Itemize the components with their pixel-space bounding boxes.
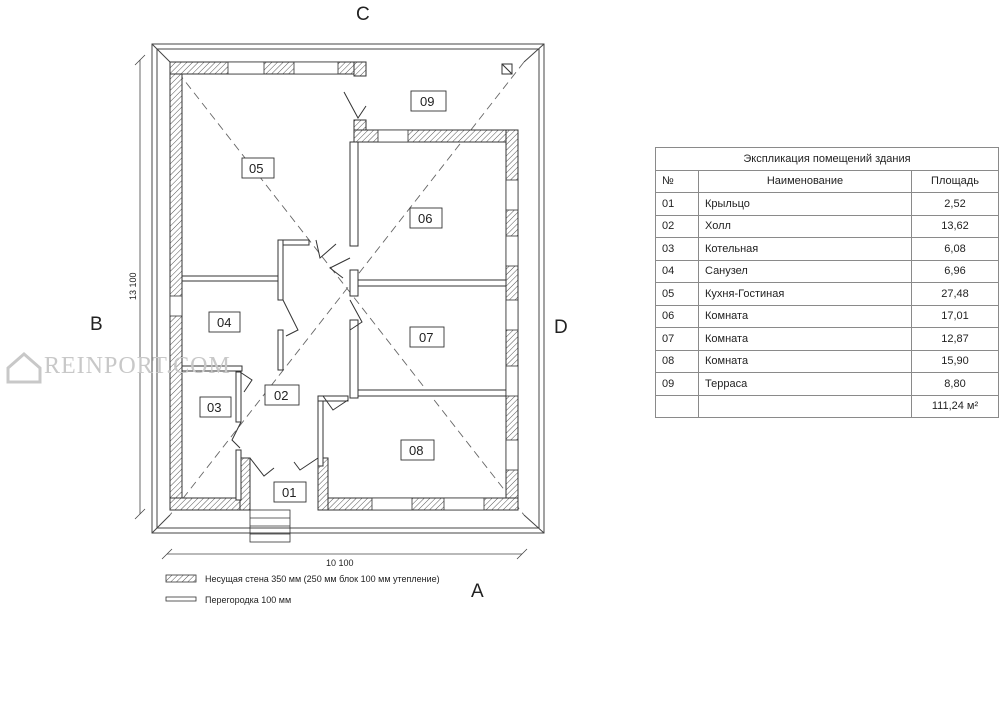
row-num: 07 [655, 327, 699, 351]
table-row: 01 Крыльцо 2,52 [655, 192, 999, 216]
table-row: 09 Терраса 8,80 [655, 372, 999, 396]
roof-outline [151, 43, 545, 534]
terrace-posts [501, 63, 513, 75]
row-num: 01 [655, 192, 699, 216]
row-num: 05 [655, 282, 699, 306]
wall-bottom-right [317, 497, 519, 511]
row-num: 02 [655, 214, 699, 238]
dimension-lines [134, 54, 528, 560]
legend-swatch-bearing-wall [165, 574, 197, 583]
legend-bearing-wall-text: Несущая стена 350 мм (250 мм блок 100 мм… [205, 574, 440, 584]
row-name: Крыльцо [698, 192, 912, 216]
wall-left [169, 61, 183, 509]
wall-top-stub [353, 61, 367, 77]
dimension-width: 10 100 [326, 558, 354, 568]
partitions [181, 141, 507, 501]
watermark-text: REINPORT.COM [44, 353, 231, 379]
row-area: 8,80 [911, 372, 999, 396]
axis-label-right: D [554, 317, 568, 338]
header-num: № [655, 169, 699, 193]
row-num: 04 [655, 259, 699, 283]
total-empty-name [698, 394, 912, 418]
explication-header-row: № Наименование Площадь [655, 169, 999, 193]
room-label-07: 07 [419, 330, 433, 345]
axis-label-left: B [90, 314, 103, 335]
row-area: 6,96 [911, 259, 999, 283]
door-swings [231, 91, 367, 477]
legend-swatch-partition [165, 596, 197, 602]
room-label-05: 05 [249, 161, 263, 176]
axis-label-top: C [356, 4, 370, 25]
table-row: 07 Комната 12,87 [655, 327, 999, 351]
room-labels [199, 90, 447, 503]
legend-partition-text: Перегородка 100 мм [205, 595, 291, 605]
table-row: 08 Комната 15,90 [655, 349, 999, 373]
header-area: Площадь [911, 169, 999, 193]
row-name: Кухня-Гостиная [698, 282, 912, 306]
explication-table: Экспликация помещений здания № Наименова… [655, 147, 999, 418]
legend: Несущая стена 350 мм (250 мм блок 100 мм… [165, 574, 440, 605]
row-area: 17,01 [911, 304, 999, 328]
room-label-02: 02 [274, 388, 288, 403]
table-row: 06 Комната 17,01 [655, 304, 999, 328]
table-row: 03 Котельная 6,08 [655, 237, 999, 261]
total-empty-num [655, 394, 699, 418]
header-name: Наименование [698, 169, 912, 193]
table-row: 04 Санузел 6,96 [655, 259, 999, 283]
total-area: 111,24 м² [911, 394, 999, 418]
watermark: REINPORT.COM [6, 352, 231, 384]
row-num: 03 [655, 237, 699, 261]
row-area: 6,08 [911, 237, 999, 261]
room-label-08: 08 [409, 443, 423, 458]
row-area: 13,62 [911, 214, 999, 238]
row-area: 2,52 [911, 192, 999, 216]
row-num: 08 [655, 349, 699, 373]
row-name: Котельная [698, 237, 912, 261]
row-num: 06 [655, 304, 699, 328]
table-row: 02 Холл 13,62 [655, 214, 999, 238]
row-name: Терраса [698, 372, 912, 396]
row-area: 15,90 [911, 349, 999, 373]
explication-total-row: 111,24 м² [655, 394, 999, 418]
row-name: Комната [698, 327, 912, 351]
room-label-03: 03 [207, 400, 221, 415]
room-label-04: 04 [217, 315, 231, 330]
axis-label-bottom: A [471, 581, 484, 602]
row-name: Холл [698, 214, 912, 238]
room-label-06: 06 [418, 211, 432, 226]
room-label-01: 01 [282, 485, 296, 500]
row-name: Комната [698, 349, 912, 373]
table-row: 05 Кухня-Гостиная 27,48 [655, 282, 999, 306]
explication-title: Экспликация помещений здания [655, 147, 999, 171]
room-label-09: 09 [420, 94, 434, 109]
row-name: Комната [698, 304, 912, 328]
windows [169, 61, 519, 511]
row-area: 27,48 [911, 282, 999, 306]
row-name: Санузел [698, 259, 912, 283]
porch-steps [249, 509, 291, 543]
row-area: 12,87 [911, 327, 999, 351]
dimension-height: 13 100 [128, 272, 138, 300]
row-num: 09 [655, 372, 699, 396]
